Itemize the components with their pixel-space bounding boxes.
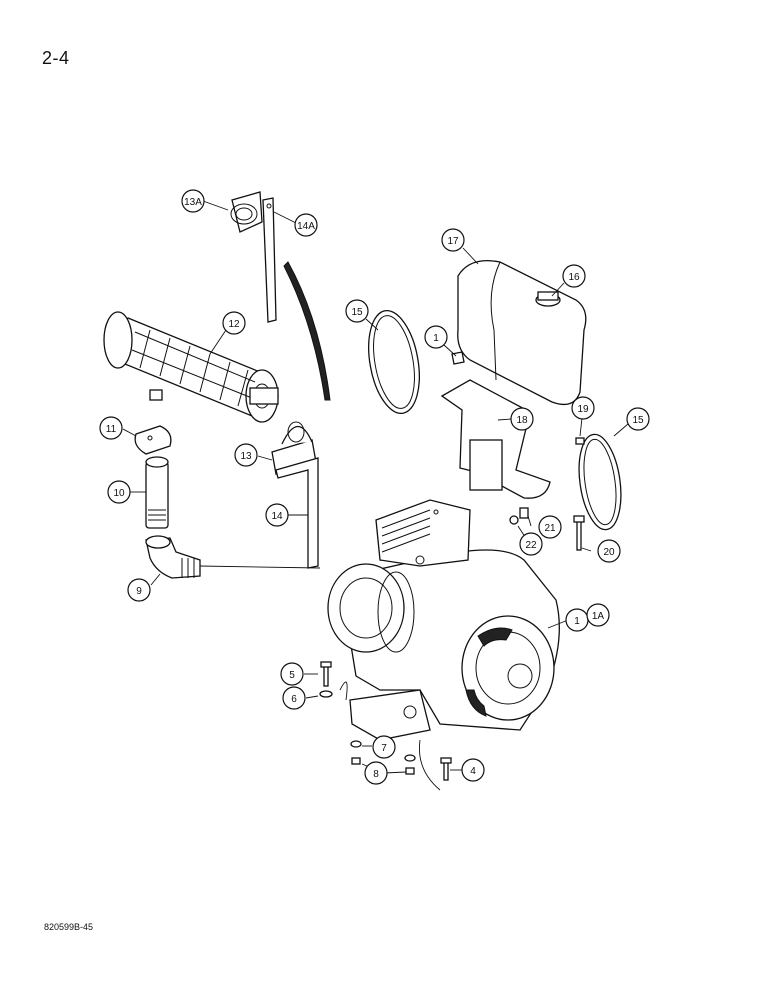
part-22-washer (509, 515, 519, 525)
callout-11: 11 (99, 416, 123, 440)
part-13a-clamp-bracket (230, 191, 263, 233)
part-21-bolt (519, 507, 529, 519)
svg-text:14: 14 (271, 511, 283, 522)
svg-text:4: 4 (470, 766, 476, 777)
part-12-air-cleaner (103, 311, 279, 423)
svg-text:1A: 1A (592, 611, 605, 622)
svg-text:6: 6 (291, 694, 297, 705)
callout-21: 21 (538, 515, 562, 539)
svg-text:11: 11 (106, 424, 117, 435)
svg-text:5: 5 (289, 670, 295, 681)
callout-13: 13 (234, 443, 258, 467)
svg-text:9: 9 (136, 586, 142, 597)
part-9-elbow (145, 535, 201, 579)
callout-22: 22 (519, 532, 543, 556)
part-10-tube (145, 456, 169, 529)
part-15-tank-strap-right (578, 433, 622, 531)
svg-text:13A: 13A (184, 197, 202, 208)
svg-text:10: 10 (113, 488, 125, 499)
part-4-bolt (440, 757, 452, 781)
part-7-washer (350, 740, 416, 762)
part-17-fuel-tank (457, 259, 587, 406)
callout-19: 19 (571, 396, 595, 420)
svg-text:14A: 14A (297, 221, 315, 232)
callout-1-engine: 1 (565, 608, 589, 632)
callout-16: 16 (562, 264, 586, 288)
callout-12: 12 (222, 311, 246, 335)
part-5-bolt (320, 661, 332, 687)
svg-text:7: 7 (381, 743, 387, 754)
svg-text:15: 15 (632, 415, 644, 426)
svg-text:16: 16 (568, 272, 580, 283)
svg-text:21: 21 (544, 523, 556, 534)
callout-4: 4 (461, 758, 485, 782)
part-8-nut (351, 757, 415, 775)
part-18-tank-bracket (440, 379, 551, 499)
svg-text:19: 19 (577, 404, 589, 415)
part-20-bolt (573, 515, 585, 551)
callout-9: 9 (127, 578, 151, 602)
figure-code: 820599B-45 (44, 922, 94, 932)
svg-text:15: 15 (351, 307, 363, 318)
part-11-hose-clamp (134, 425, 172, 455)
part-6-washer (319, 690, 333, 698)
svg-text:1: 1 (433, 333, 439, 344)
callout-14a: 14A (294, 213, 318, 237)
callout-15-left: 15 (345, 299, 369, 323)
part-14a-strap (262, 197, 277, 323)
part-15-tank-strap-left (368, 309, 420, 415)
svg-text:12: 12 (228, 319, 240, 330)
callout-10: 10 (107, 480, 131, 504)
callout-18: 18 (510, 407, 534, 431)
callout-1a: 1A (586, 603, 610, 627)
svg-text:17: 17 (447, 236, 459, 247)
leader-line (199, 565, 321, 569)
callout-17: 17 (441, 228, 465, 252)
callout-13a: 13A (181, 189, 205, 213)
callout-7: 7 (372, 735, 396, 759)
page-number: 2-4 (42, 48, 70, 68)
svg-text:13: 13 (240, 451, 252, 462)
svg-text:18: 18 (516, 415, 528, 426)
callout-8: 8 (364, 761, 388, 785)
svg-text:22: 22 (525, 540, 537, 551)
callout-20: 20 (597, 539, 621, 563)
svg-text:8: 8 (373, 769, 379, 780)
callout-14: 14 (265, 503, 289, 527)
part-19-nut (575, 437, 585, 445)
leader-lines (122, 200, 629, 791)
svg-text:20: 20 (603, 547, 615, 558)
callout-1-nut: 1 (424, 325, 448, 349)
callout-5: 5 (280, 662, 304, 686)
callout-6: 6 (282, 686, 306, 710)
callout-15-right: 15 (626, 407, 650, 431)
assembly-arrow (283, 261, 331, 401)
part-1-engine (327, 499, 560, 741)
svg-text:1: 1 (574, 616, 580, 627)
